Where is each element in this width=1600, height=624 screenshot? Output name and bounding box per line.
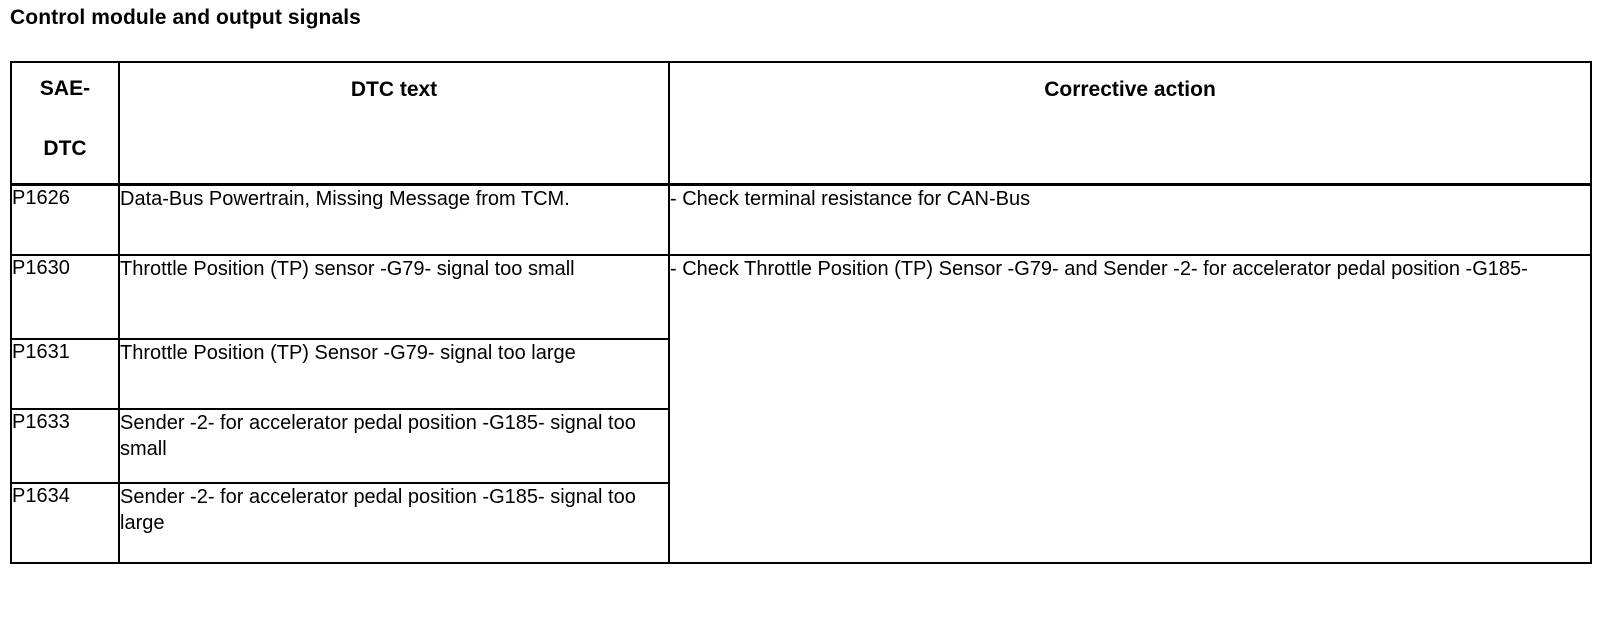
dtc-code-cell: P1634 [10, 482, 120, 564]
header-label-dtc: DTC [43, 137, 87, 161]
dtc-text-cell: Throttle Position (TP) sensor -G79- sign… [118, 254, 670, 340]
dtc-text-cell: Throttle Position (TP) Sensor -G79- sign… [118, 338, 670, 410]
dtc-text-cell: Data-Bus Powertrain, Missing Message fro… [118, 183, 670, 256]
dtc-table: SAE- DTC DTC text Corrective action P162… [10, 61, 1592, 564]
table-row: P1630 Throttle Position (TP) sensor -G79… [10, 254, 1592, 564]
header-cell-corrective-action: Corrective action [668, 61, 1592, 186]
dtc-code-cell: P1633 [10, 408, 120, 484]
corrective-action-cell: - Check terminal resistance for CAN-Bus [668, 183, 1592, 256]
dtc-code-cell: P1631 [10, 338, 120, 410]
page-title: Control module and output signals [10, 6, 361, 29]
dtc-text-cell: Sender -2- for accelerator pedal positio… [118, 482, 670, 564]
header-cell-dtc-text: DTC text [118, 61, 670, 186]
header-label-corrective-action: Corrective action [1044, 78, 1216, 101]
header-label-dtc-text: DTC text [350, 78, 438, 101]
dtc-code-cell: P1626 [10, 183, 120, 256]
corrective-action-cell-merged: - Check Throttle Position (TP) Sensor -G… [668, 254, 1592, 564]
table-row: P1634 Sender -2- for accelerator pedal p… [10, 482, 1591, 564]
table-row: P1626 Data-Bus Powertrain, Missing Messa… [10, 183, 1592, 256]
header-label-sae: SAE- [39, 77, 91, 100]
header-cell-sae-dtc: SAE- DTC [10, 61, 120, 186]
table-row: P1633 Sender -2- for accelerator pedal p… [10, 408, 1591, 484]
table-row: P1631 Throttle Position (TP) Sensor -G79… [10, 338, 1591, 410]
table-header-row: SAE- DTC DTC text Corrective action [10, 61, 1592, 186]
dtc-code-cell: P1630 [10, 254, 120, 340]
dtc-text-cell: Sender -2- for accelerator pedal positio… [118, 408, 670, 484]
